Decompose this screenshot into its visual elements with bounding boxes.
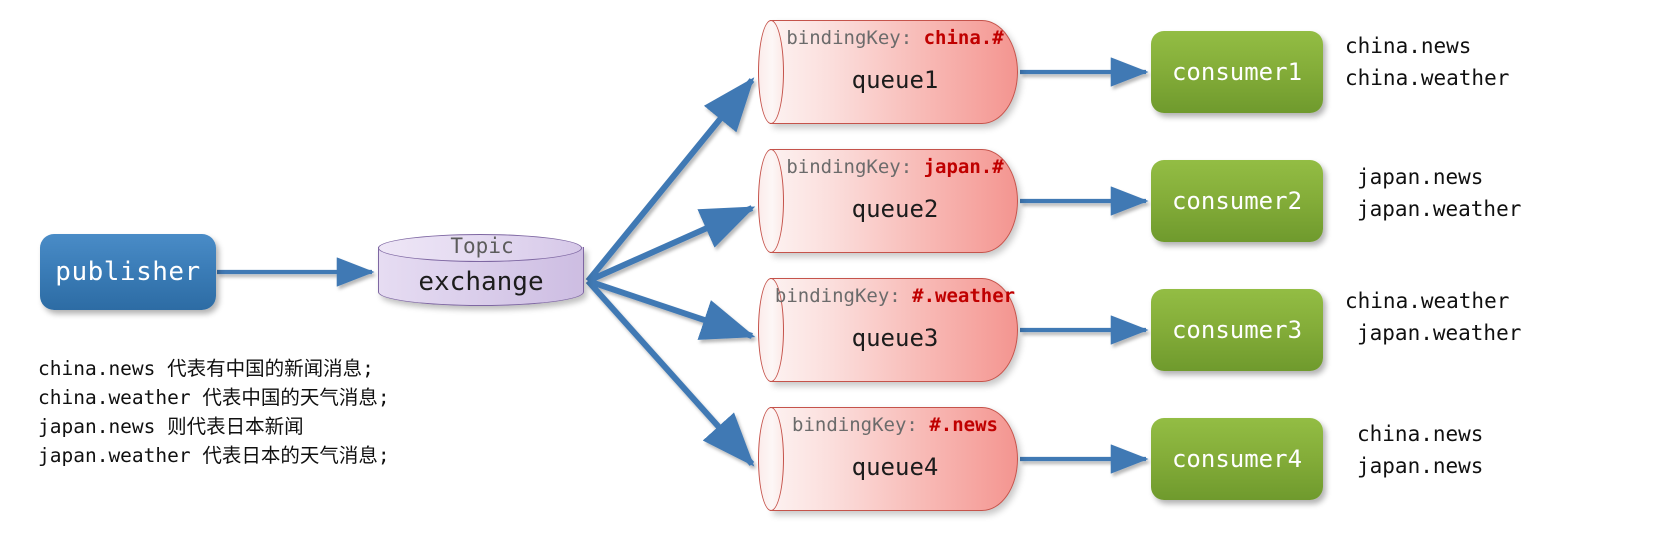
queue-node-3[interactable]: bindingKey: #.weather queue3: [758, 278, 1018, 382]
consumer-node-2[interactable]: consumer2: [1151, 160, 1323, 242]
queue-cylinder-body: [770, 20, 1018, 124]
queue-binding-key-4: bindingKey: #.news: [772, 414, 1018, 436]
binding-key-value: japan.#: [923, 156, 1004, 178]
consumer-label-2: consumer2: [1171, 187, 1303, 215]
queue-node-2[interactable]: bindingKey: japan.# queue2: [758, 149, 1018, 253]
consumer-node-4[interactable]: consumer4: [1151, 418, 1323, 500]
routing-keys-consumer-4: china.news japan.news: [1345, 419, 1675, 483]
legend-line-3: japan.news 则代表日本新闻: [38, 414, 304, 438]
exchange-node[interactable]: Topic exchange: [378, 234, 586, 312]
binding-key-value: #.weather: [912, 285, 1016, 307]
publisher-node[interactable]: publisher: [40, 234, 216, 310]
queue-binding-key-1: bindingKey: china.#: [772, 27, 1018, 49]
queue-node-1[interactable]: bindingKey: china.# queue1: [758, 20, 1018, 124]
legend-line-2: china.weather 代表中国的天气消息;: [38, 385, 390, 409]
routing-key: japan.weather: [1357, 320, 1522, 345]
edge-exchange-to-queue2: [586, 205, 756, 284]
consumer-label-3: consumer3: [1171, 316, 1303, 344]
exchange-label: exchange: [418, 267, 544, 297]
queue-name-3: queue3: [851, 324, 939, 352]
queue-cylinder-cap: [758, 278, 784, 382]
edge-exchange-to-queue4: [585, 278, 755, 467]
routing-key: china.news: [1357, 422, 1484, 446]
queue-name-1: queue1: [851, 66, 939, 94]
queue-cylinder-cap: [758, 149, 784, 253]
binding-key-prefix: bindingKey:: [792, 414, 918, 436]
routing-key: china.news: [1345, 34, 1472, 58]
exchange-type-label: Topic: [450, 234, 514, 258]
queue-binding-key-3: bindingKey: #.weather: [772, 285, 1018, 307]
routing-keys-consumer-2: japan.news japan.weather: [1345, 162, 1675, 226]
legend-line-1: china.news 代表有中国的新闻消息;: [38, 357, 374, 380]
routing-key: china.weather: [1345, 65, 1510, 90]
routing-key: japan.news: [1357, 165, 1484, 189]
queue-name-4: queue4: [851, 453, 939, 481]
edge-exchange-to-queue3: [587, 278, 756, 340]
binding-key-value: #.news: [929, 414, 998, 436]
consumer-node-3[interactable]: consumer3: [1151, 289, 1323, 371]
consumer-node-1[interactable]: consumer1: [1151, 31, 1323, 113]
routing-keys-consumer-3: china.weather japan.weather: [1345, 286, 1675, 350]
queue-cylinder-cap: [758, 407, 784, 511]
queue-cylinder-body: [770, 278, 1018, 382]
routing-key: china.weather: [1345, 289, 1510, 313]
queue-binding-key-2: bindingKey: japan.#: [772, 156, 1018, 178]
legend-block: china.news 代表有中国的新闻消息; china.weather 代表中…: [38, 355, 390, 470]
routing-key: japan.news: [1357, 453, 1484, 478]
queue-cylinder-cap: [758, 20, 784, 124]
exchange-cylinder-top: [378, 234, 582, 262]
routing-key: japan.weather: [1357, 196, 1522, 221]
binding-key-prefix: bindingKey:: [786, 27, 913, 49]
binding-key-prefix: bindingKey:: [786, 156, 913, 178]
routing-keys-consumer-1: china.news china.weather: [1345, 31, 1675, 95]
queue-node-4[interactable]: bindingKey: #.news queue4: [758, 407, 1018, 511]
consumer-label-1: consumer1: [1171, 58, 1303, 86]
consumer-label-4: consumer4: [1171, 445, 1303, 473]
queue-cylinder-body: [770, 149, 1018, 253]
queue-name-2: queue2: [851, 195, 939, 223]
legend-line-4: japan.weather 代表日本的天气消息;: [38, 443, 390, 467]
queue-cylinder-body: [770, 407, 1018, 511]
publisher-label: publisher: [55, 257, 201, 287]
binding-key-prefix: bindingKey:: [774, 285, 901, 307]
binding-key-value: china.#: [923, 27, 1004, 49]
edge-exchange-to-queue1: [585, 77, 755, 283]
